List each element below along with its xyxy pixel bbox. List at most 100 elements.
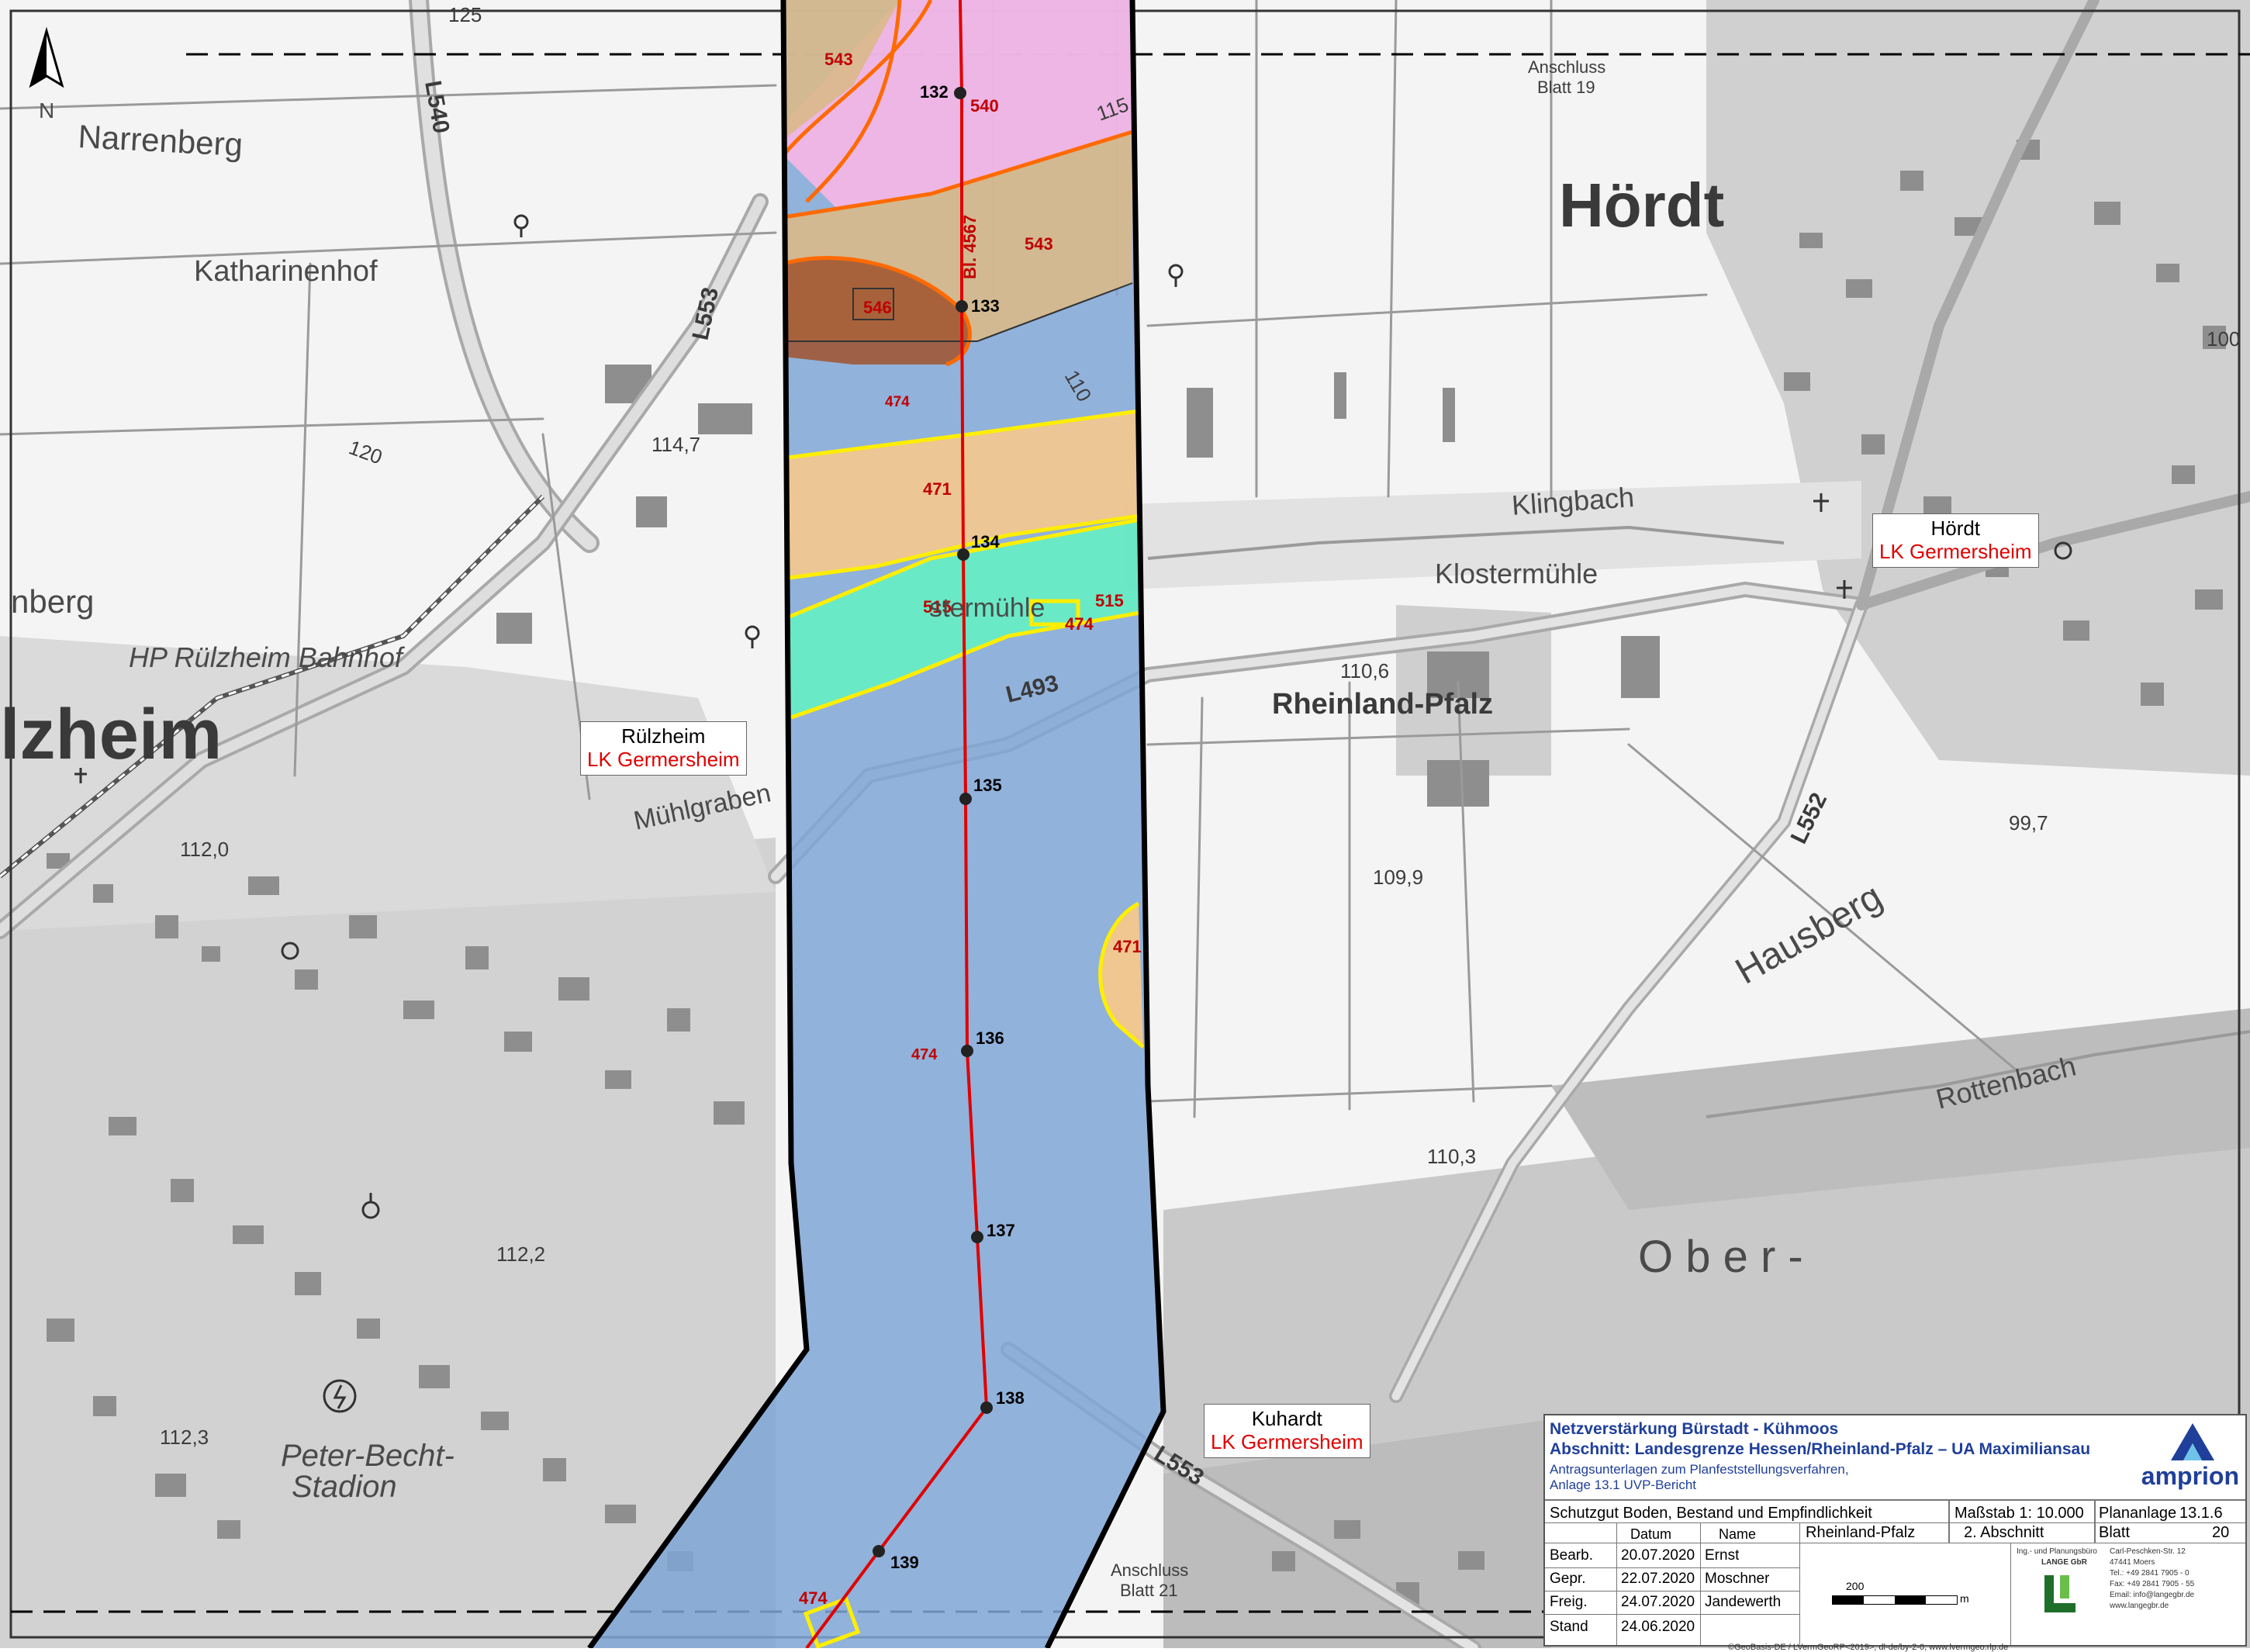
plan-label: Plananlage <box>2099 1505 2177 1522</box>
chapel-icon <box>361 1193 380 1219</box>
place-peter-becht: Peter-Becht- <box>281 1439 454 1473</box>
soil-code-labels: 543 540 543 546 474 471 515 515 474 471 … <box>799 50 1142 1608</box>
mast-label: 137 <box>987 1221 1015 1240</box>
corridor-outline <box>587 0 1166 1648</box>
elevation: 112,3 <box>160 1426 209 1449</box>
col-datum: Datum <box>1630 1526 1672 1542</box>
soil-code: 474 <box>1065 614 1094 634</box>
place-stadion: Stadion <box>292 1470 397 1504</box>
subject: Schutzgut Boden, Bestand und Empfindlich… <box>1550 1505 1872 1522</box>
address-line: 47441 Moers <box>2110 1558 2155 1567</box>
address-line: Fax: +49 2841 7905 - 55 <box>2110 1580 2195 1588</box>
place-narrenberg: Narrenberg <box>78 118 244 163</box>
chapel-icon <box>281 942 299 960</box>
scale: Maßstab 1: 10.000 <box>1954 1505 2084 1522</box>
label-ruelzheim: Rülzheim LK Germersheim <box>580 721 747 776</box>
north-label: N <box>39 98 54 123</box>
mast-136-marker[interactable] <box>961 1045 973 1057</box>
anschluss-21: Blatt 21 <box>1120 1581 1178 1600</box>
document-line-1: Antragsunterlagen zum Planfeststellungsv… <box>1550 1462 1849 1477</box>
section-title: Abschnitt: Landesgrenze Hessen/Rheinland… <box>1550 1440 2091 1458</box>
elevation: 114,7 <box>651 433 700 456</box>
mast-label: 136 <box>976 1028 1004 1048</box>
plan-value: 13.1.6 <box>2179 1505 2223 1522</box>
water-courses <box>1147 525 2250 1118</box>
corridor-area <box>589 0 1163 1648</box>
elevation: 99,7 <box>2009 811 2048 835</box>
tree-icon <box>513 214 529 237</box>
title-block: Netzverstärkung Bürstadt - Kühmoos Absch… <box>1543 1414 2247 1647</box>
amprion-logo-icon <box>2171 1423 2214 1460</box>
address-line: Email: info@langegbr.de <box>2110 1591 2195 1599</box>
place-nberg: nberg <box>11 583 94 620</box>
address-line: Carl-Peschken-Str. 12 <box>2110 1547 2186 1556</box>
place-ober: O b e r - <box>1638 1232 1803 1282</box>
mast-138-marker[interactable] <box>980 1401 993 1414</box>
mast-134-marker[interactable] <box>957 548 969 561</box>
district-name: LK Germersheim <box>1211 1429 1363 1453</box>
soil-code: 471 <box>923 479 952 499</box>
map-symbols <box>74 214 2072 1413</box>
elevation: 112,2 <box>496 1242 545 1266</box>
railway <box>0 494 545 879</box>
elevation: 110,3 <box>1427 1145 1476 1168</box>
tree-icon <box>1168 264 1184 287</box>
place-stermuehle: stermühle <box>929 593 1045 623</box>
abschnitt: 2. Abschnitt <box>1964 1524 2044 1541</box>
col-name: Name <box>1719 1526 1757 1542</box>
office-line-1: Ing.- und Planungsbüro <box>2017 1547 2097 1556</box>
town-name: Kuhardt <box>1251 1407 1322 1430</box>
mast-137-marker[interactable] <box>971 1231 983 1243</box>
name-gepr: Moschner <box>1705 1571 1770 1587</box>
blatt-label: Blatt <box>2099 1524 2131 1541</box>
soil-code: 474 <box>911 1046 938 1063</box>
town-name: Hördt <box>1930 517 1981 540</box>
scalebar-value: 200 <box>1846 1580 1865 1592</box>
church-icon <box>1813 493 1829 512</box>
place-hoerdt: Hördt <box>1559 171 1724 240</box>
soil-code: 540 <box>970 96 999 116</box>
anschluss-19: Blatt 19 <box>1537 78 1595 97</box>
place-izheim: lzheim <box>0 695 222 774</box>
mast-label: 138 <box>996 1388 1025 1408</box>
lange-logo-icon <box>2044 1575 2075 1612</box>
soil-code: 515 <box>1095 591 1124 610</box>
tree-icon <box>745 625 760 648</box>
label-kuhardt: Kuhardt LK Germersheim <box>1204 1404 1370 1458</box>
district-name: LK Germersheim <box>587 747 740 771</box>
date-freig: 24.07.2020 <box>1621 1594 1695 1610</box>
soil-code: 474 <box>799 1588 828 1608</box>
elevation: 125 <box>448 3 482 26</box>
elevation: 100 <box>2207 327 2240 351</box>
date-bearb: 20.07.2020 <box>1621 1547 1695 1564</box>
mast-135-marker[interactable] <box>959 793 972 805</box>
soil-code: 515 <box>923 597 952 617</box>
blatt-value: 20 <box>2212 1524 2230 1541</box>
power-station-icon <box>323 1379 357 1413</box>
address-line: Tel.: +49 2841 7905 - 0 <box>2110 1569 2190 1578</box>
soil-code: 543 <box>824 50 853 69</box>
soil-zone-546 <box>783 257 970 365</box>
soil-zone-471-right <box>1100 904 1143 1047</box>
soil-code: 474 <box>885 394 910 410</box>
mast-132-marker[interactable] <box>954 87 966 99</box>
mast-133-marker[interactable] <box>956 300 968 313</box>
mast-label: 139 <box>890 1553 919 1572</box>
mast-139-marker[interactable] <box>873 1545 885 1557</box>
anschluss-labels: Anschluss Blatt 19 Anschluss Blatt 21 <box>1111 57 1605 1600</box>
north-arrow: N <box>29 26 64 123</box>
mast-labels: 132 133 134 135 136 137 138 139 <box>890 82 1025 1572</box>
scalebar <box>1832 1595 1958 1605</box>
place-hp-bahnhof: HP Rülzheim Bahnhof <box>129 641 406 673</box>
town-name: Rülzheim <box>621 724 706 748</box>
soil-zone-543-top <box>783 0 900 140</box>
name-bearb: Ernst <box>1705 1547 1740 1564</box>
elevation: 110,6 <box>1340 659 1389 683</box>
amprion-logo-text: amprion <box>2141 1462 2239 1490</box>
scalebar-unit: m <box>1960 1592 1969 1605</box>
church-icon <box>74 768 87 783</box>
soil-code: 543 <box>1025 234 1053 254</box>
date-gepr: 22.07.2020 <box>1621 1571 1695 1587</box>
line-designation: Bl. 4567 <box>960 215 980 279</box>
elevation: 112,0 <box>180 838 229 861</box>
